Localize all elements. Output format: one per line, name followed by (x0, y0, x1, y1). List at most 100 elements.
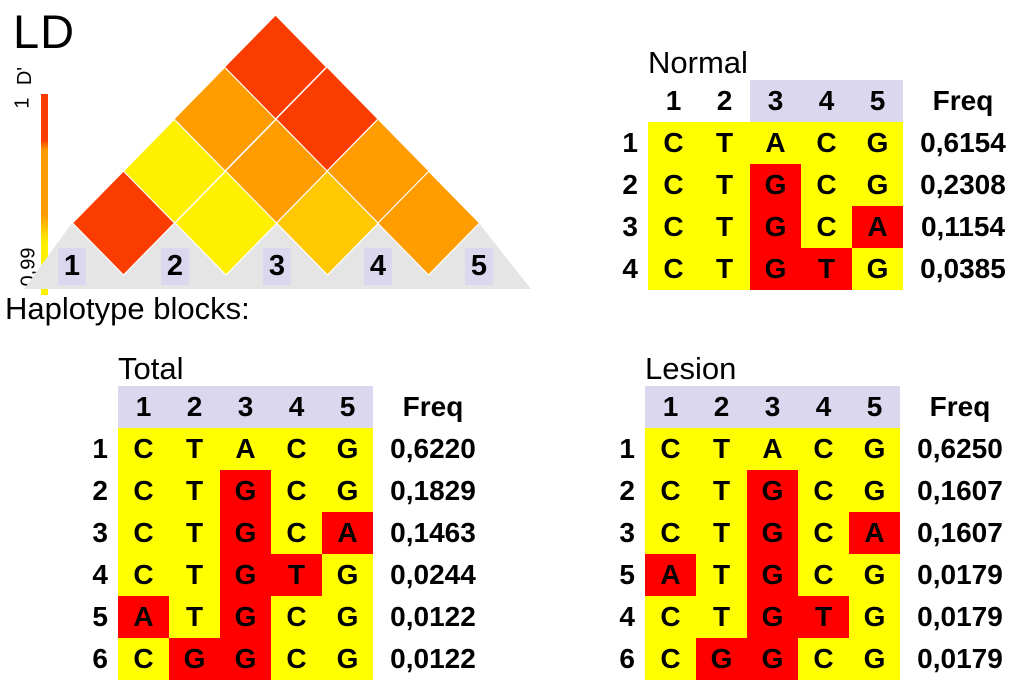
ld-marker-label-1: 1 (58, 248, 86, 285)
allele-cell: G (220, 554, 271, 596)
row-label: 6 (92, 643, 108, 674)
row-label: 2 (622, 169, 638, 200)
row-label: 3 (92, 517, 108, 548)
table-title-lesion: Lesion (645, 351, 737, 386)
allele-cell: G (750, 248, 801, 290)
row-label: 2 (619, 475, 635, 506)
haplotype-blocks-heading: Haplotype blocks: (5, 291, 250, 326)
row-label: 2 (92, 475, 108, 506)
column-header-2: 2 (169, 386, 220, 428)
freq-value: 0,0385 (920, 253, 1006, 284)
ld-plot-title: LD (13, 5, 76, 58)
allele-cell: G (747, 512, 798, 554)
allele-cell: C (801, 164, 852, 206)
allele-cell: C (645, 638, 696, 680)
allele-cell: T (169, 596, 220, 638)
column-header-4: 4 (798, 386, 849, 428)
allele-cell: C (801, 122, 852, 164)
allele-cell: C (118, 512, 169, 554)
allele-cell: T (699, 206, 750, 248)
allele-cell: G (220, 596, 271, 638)
allele-cell: G (322, 554, 373, 596)
column-header-4: 4 (271, 386, 322, 428)
freq-value: 0,0244 (390, 559, 476, 590)
allele-cell: T (169, 470, 220, 512)
allele-cell: C (648, 122, 699, 164)
freq-value: 0,1607 (917, 517, 1003, 548)
allele-cell: G (696, 638, 747, 680)
row-label: 4 (92, 559, 108, 590)
freq-value: 0,6220 (390, 433, 476, 464)
allele-cell: T (699, 164, 750, 206)
column-header-2: 2 (696, 386, 747, 428)
row-label: 1 (92, 433, 108, 464)
table-header-corner (610, 80, 648, 122)
allele-cell: C (271, 638, 322, 680)
table-title-normal: Normal (648, 45, 748, 80)
allele-cell: G (747, 596, 798, 638)
allele-cell: C (645, 428, 696, 470)
ld-cell-1-5 (223, 14, 328, 120)
allele-cell: T (169, 428, 220, 470)
allele-cell: C (645, 470, 696, 512)
allele-cell: C (645, 512, 696, 554)
row-label: 6 (619, 643, 635, 674)
table-title-total: Total (118, 351, 184, 386)
allele-cell: G (220, 638, 271, 680)
allele-cell: G (169, 638, 220, 680)
row-label: 1 (622, 127, 638, 158)
allele-cell: C (118, 428, 169, 470)
allele-cell: T (801, 248, 852, 290)
allele-cell: T (696, 512, 747, 554)
column-header-4: 4 (801, 80, 852, 122)
freq-column-header: Freq (929, 391, 991, 422)
allele-cell: T (699, 122, 750, 164)
allele-cell: A (849, 512, 900, 554)
allele-cell: A (322, 512, 373, 554)
freq-value: 0,1607 (917, 475, 1003, 506)
allele-cell: A (118, 596, 169, 638)
allele-cell: C (271, 596, 322, 638)
allele-cell: G (852, 248, 903, 290)
ld-marker-label-3: 3 (263, 248, 291, 285)
allele-cell: G (750, 164, 801, 206)
allele-cell: T (169, 554, 220, 596)
allele-cell: A (220, 428, 271, 470)
freq-value: 0,0122 (390, 601, 476, 632)
allele-cell: G (849, 596, 900, 638)
row-label: 1 (619, 433, 635, 464)
column-header-5: 5 (322, 386, 373, 428)
allele-cell: G (220, 512, 271, 554)
allele-cell: T (696, 554, 747, 596)
allele-cell: C (798, 638, 849, 680)
column-header-5: 5 (852, 80, 903, 122)
allele-cell: C (801, 206, 852, 248)
column-header-2: 2 (716, 85, 733, 116)
column-header-1: 1 (665, 85, 682, 116)
allele-cell: G (852, 164, 903, 206)
allele-cell: T (798, 596, 849, 638)
allele-cell: T (696, 470, 747, 512)
ld-triangle-plot (24, 14, 531, 289)
allele-cell: G (747, 554, 798, 596)
allele-cell: A (852, 206, 903, 248)
allele-cell: T (169, 512, 220, 554)
allele-cell: G (322, 428, 373, 470)
allele-cell: C (645, 596, 696, 638)
freq-value: 0,6250 (917, 433, 1003, 464)
allele-cell: G (750, 206, 801, 248)
